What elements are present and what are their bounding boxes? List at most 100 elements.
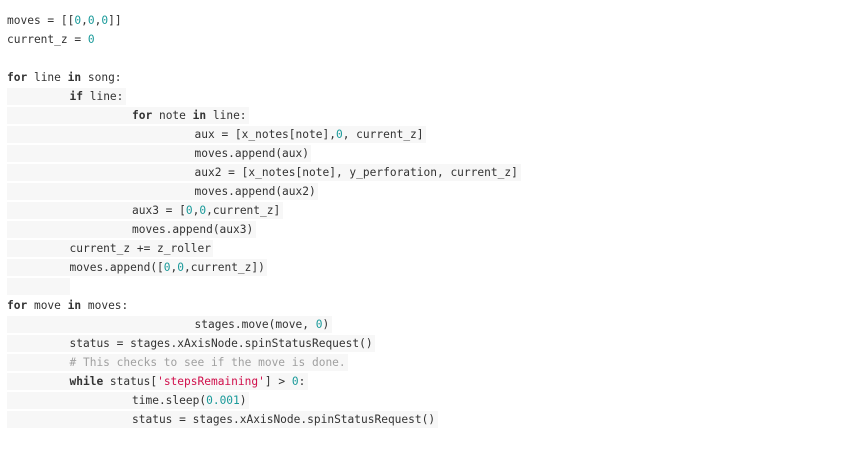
code-token: status = stages.xAxisNode.spinStatusRequ… <box>132 413 436 426</box>
code-line: status = stages.xAxisNode.spinStatusRequ… <box>0 334 854 353</box>
code-token: 'stepsRemaining' <box>157 375 265 388</box>
code-token: song: <box>81 71 122 84</box>
code-line: moves.append(aux) <box>0 144 854 163</box>
code-line: for move in moves: <box>0 296 854 315</box>
code-line-text: # This checks to see if the move is done… <box>70 353 346 372</box>
code-token: in <box>192 109 207 122</box>
code-line-text: moves.append(aux3) <box>132 220 253 239</box>
code-token: 0 <box>87 33 95 46</box>
code-token: status = stages.xAxisNode.spinStatusRequ… <box>69 337 373 350</box>
code-token: line: <box>206 109 247 122</box>
code-line: moves = [[0,0,0]] <box>0 11 854 30</box>
code-line <box>0 49 854 68</box>
code-line: for note in line: <box>0 106 854 125</box>
code-token: moves.append([ <box>69 261 164 274</box>
code-token: in <box>67 71 82 84</box>
code-token: , <box>170 261 178 274</box>
code-line-highlight <box>7 392 249 409</box>
code-token: if <box>69 90 83 103</box>
code-line-text: aux = [x_notes[note],0, current_z] <box>195 125 424 144</box>
code-token: moves = [[ <box>7 14 75 27</box>
code-line: moves.append([0,0,current_z]) <box>0 258 854 277</box>
code-line: moves.append(aux3) <box>0 220 854 239</box>
code-token: 0 <box>177 261 185 274</box>
code-token: moves: <box>81 299 129 312</box>
code-token: ]] <box>108 14 122 27</box>
code-line-text: current_z = 0 <box>7 30 95 49</box>
code-line: aux = [x_notes[note],0, current_z] <box>0 125 854 144</box>
code-line-text: aux2 = [x_notes[note], y_perforation, cu… <box>195 163 518 182</box>
code-line-highlight <box>7 126 426 143</box>
code-token: , current_z] <box>342 128 424 141</box>
code-line-text: moves = [[0,0,0]] <box>7 11 122 30</box>
code-token: aux3 = [ <box>132 204 186 217</box>
code-line-text: stages.move(move, 0) <box>195 315 330 334</box>
code-line: moves.append(aux2) <box>0 182 854 201</box>
code-line-highlight <box>7 316 332 333</box>
code-token: stages.move(move, <box>194 318 316 331</box>
code-token: note <box>152 109 193 122</box>
code-token: ) <box>239 394 247 407</box>
code-line-text: aux3 = [0,0,current_z] <box>132 201 280 220</box>
code-token: aux2 = [x_notes[note], y_perforation, cu… <box>194 166 518 179</box>
code-line-text: for move in moves: <box>7 296 128 315</box>
code-token: 0 <box>185 204 193 217</box>
code-token: , <box>81 14 88 27</box>
code-token: 0 <box>199 204 207 217</box>
code-token: current_z += z_roller <box>69 242 211 255</box>
code-line-highlight <box>7 259 268 276</box>
code-token: line: <box>82 90 124 103</box>
code-line-highlight <box>7 278 70 295</box>
code-line-text: current_z += z_roller <box>70 239 211 258</box>
code-line: aux3 = [0,0,current_z] <box>0 201 854 220</box>
code-token: current_z = <box>7 33 88 46</box>
code-token: , <box>94 14 102 27</box>
code-line: current_z += z_roller <box>0 239 854 258</box>
code-token: in <box>67 299 82 312</box>
code-line: stages.move(move, 0) <box>0 315 854 334</box>
code-token: moves.append(aux2) <box>194 185 316 198</box>
code-line: aux2 = [x_notes[note], y_perforation, cu… <box>0 163 854 182</box>
code-token: for <box>7 299 28 312</box>
code-line: if line: <box>0 87 854 106</box>
code-line: # This checks to see if the move is done… <box>0 353 854 372</box>
code-token: 0 <box>163 261 171 274</box>
code-line: while status['stepsRemaining'] > 0: <box>0 372 854 391</box>
code-token: aux = [x_notes[note], <box>194 128 336 141</box>
code-token: status[ <box>103 375 158 388</box>
code-line-text: while status['stepsRemaining'] > 0: <box>70 372 306 391</box>
code-line-text: status = stages.xAxisNode.spinStatusRequ… <box>70 334 373 353</box>
code-token: move <box>27 299 68 312</box>
code-token: moves.append(aux3) <box>132 223 254 236</box>
code-line-highlight <box>7 107 249 124</box>
code-token: 0 <box>315 318 323 331</box>
code-line: time.sleep(0.001) <box>0 391 854 410</box>
code-token: ) <box>322 318 330 331</box>
code-line-text: moves.append(aux) <box>195 144 310 163</box>
code-line-highlight <box>7 183 318 200</box>
code-line <box>0 277 854 296</box>
code-token: 0 <box>87 14 95 27</box>
code-line-highlight <box>7 202 283 219</box>
code-line-highlight <box>7 373 308 390</box>
code-token: for <box>7 71 28 84</box>
code-token: ,current_z] <box>206 204 281 217</box>
code-token: ,current_z]) <box>184 261 265 274</box>
code-line-highlight <box>7 354 349 371</box>
code-line-text: for note in line: <box>132 106 247 125</box>
code-token: time.sleep( <box>132 394 207 407</box>
code-line-highlight <box>7 240 214 257</box>
code-line: status = stages.xAxisNode.spinStatusRequ… <box>0 410 854 429</box>
code-token: , <box>192 204 200 217</box>
code-line-highlight <box>7 221 256 238</box>
code-line-highlight <box>7 164 521 181</box>
code-token: : <box>298 375 306 388</box>
code-line-text: for line in song: <box>7 68 122 87</box>
code-line-text: status = stages.xAxisNode.spinStatusRequ… <box>132 410 435 429</box>
code-line-text: moves.append(aux2) <box>195 182 316 201</box>
code-line-highlight <box>7 335 376 352</box>
code-token: # This checks to see if the move is done… <box>69 356 346 369</box>
code-line-text: moves.append([0,0,current_z]) <box>70 258 265 277</box>
code-token: 0 <box>335 128 343 141</box>
